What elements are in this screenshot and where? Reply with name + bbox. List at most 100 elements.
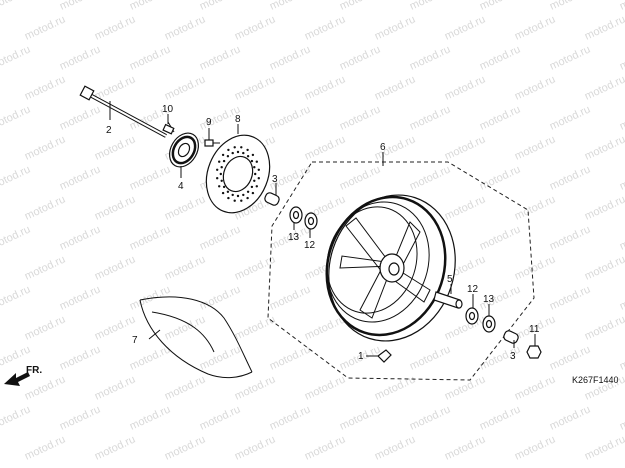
watermark-text: motod.ru <box>548 163 592 192</box>
watermark-text: motod.ru <box>233 433 277 462</box>
watermark-text: motod.ru <box>338 0 382 13</box>
disc-hole <box>216 177 219 180</box>
disc-hole <box>218 185 221 188</box>
watermark-text: motod.ru <box>583 253 625 282</box>
watermark-text: motod.ru <box>163 193 207 222</box>
disc-hole <box>219 172 222 176</box>
disc-hole <box>255 185 258 188</box>
bearing-right-part <box>465 307 479 325</box>
watermark-text: motod.ru <box>303 13 347 42</box>
disc-hole <box>231 151 234 155</box>
watermark-text: motod.ru <box>443 13 487 42</box>
watermark-text: motod.ru <box>58 103 102 132</box>
watermark-text: motod.ru <box>373 373 417 402</box>
watermark-text: motod.ru <box>618 283 625 312</box>
disc-hole <box>226 155 230 158</box>
disc-hole <box>242 193 245 197</box>
watermark-text: motod.ru <box>583 133 625 162</box>
watermark-text: motod.ru <box>93 433 137 462</box>
watermark-text: motod.ru <box>93 193 137 222</box>
collar-right-part <box>503 330 519 344</box>
watermark-text: motod.ru <box>23 73 67 102</box>
watermark-text: motod.ru <box>583 313 625 342</box>
watermark-text: motod.ru <box>0 283 32 312</box>
watermark-text: motod.ru <box>513 433 557 462</box>
sensor-bolt-part <box>204 139 220 147</box>
watermark-text: motod.ru <box>583 73 625 102</box>
watermark-text: motod.ru <box>23 373 67 402</box>
watermark-text: motod.ru <box>163 433 207 462</box>
disc-hole <box>220 166 223 169</box>
callout-labels: 1 2 3 3 4 5 6 7 8 9 10 11 12 12 13 13 <box>106 104 540 362</box>
disc-hole <box>231 193 234 197</box>
callout-6: 6 <box>380 142 386 153</box>
disc-hole <box>250 159 254 163</box>
disc-hole <box>257 177 260 180</box>
watermark-text: motod.ru <box>198 0 242 13</box>
watermark-text: motod.ru <box>443 193 487 222</box>
watermark-text: motod.ru <box>268 43 312 72</box>
watermark-text: motod.ru <box>618 403 625 432</box>
watermark-text: motod.ru <box>303 433 347 462</box>
watermark-text: motod.ru <box>513 73 557 102</box>
disc-hole <box>233 146 236 149</box>
axle-part <box>79 85 167 138</box>
watermark-text: motod.ru <box>408 343 452 372</box>
watermark-text: motod.ru <box>268 283 312 312</box>
watermark-text: motod.ru <box>548 43 592 72</box>
disc-hole <box>233 199 236 202</box>
watermark-text: motod.ru <box>338 403 382 432</box>
watermark-text: motod.ru <box>163 373 207 402</box>
watermark-text: motod.ru <box>548 0 592 13</box>
watermark-text: motod.ru <box>513 373 557 402</box>
watermark-text: motod.ru <box>0 223 32 252</box>
disc-hole <box>236 150 240 154</box>
watermark-text: motod.ru <box>478 43 522 72</box>
watermark-text: motod.ru <box>128 163 172 192</box>
assembly-boundary <box>267 161 535 381</box>
disc-hole <box>257 168 260 171</box>
front-arrow-icon <box>4 372 30 386</box>
watermark-text: motod.ru <box>408 103 452 132</box>
watermark-text: motod.ru <box>373 433 417 462</box>
watermark-text: motod.ru <box>58 0 102 13</box>
brake-disc-part <box>205 134 271 214</box>
seal-right-part <box>482 315 496 333</box>
watermark-text: motod.ru <box>618 163 625 192</box>
watermark-text: motod.ru <box>198 403 242 432</box>
watermark-text: motod.ru <box>408 0 452 13</box>
watermark-text: motod.ru <box>513 253 557 282</box>
watermark-text: motod.ru <box>163 253 207 282</box>
disc-hole <box>246 196 249 200</box>
disc-hole <box>218 160 221 163</box>
callout-8: 8 <box>235 114 241 125</box>
watermark-text: motod.ru <box>233 373 277 402</box>
disc-hole <box>240 199 243 202</box>
watermark-text: motod.ru <box>0 43 32 72</box>
watermark-text: motod.ru <box>128 43 172 72</box>
watermark-text: motod.ru <box>23 433 67 462</box>
watermark-text: motod.ru <box>23 313 67 342</box>
bearing-left-part <box>304 212 318 230</box>
callout-1: 1 <box>358 351 364 362</box>
watermark-text: motod.ru <box>0 0 32 13</box>
watermark-text: motod.ru <box>443 133 487 162</box>
watermark-text: motod.ru <box>163 13 207 42</box>
watermark-text: motod.ru <box>338 163 382 192</box>
watermark-text: motod.ru <box>268 0 312 13</box>
disc-hole <box>221 191 225 195</box>
disc-hole <box>221 153 225 157</box>
watermark-text: motod.ru <box>618 0 625 13</box>
sensor-ring-part <box>168 132 200 168</box>
disc-hole <box>254 172 257 176</box>
watermark-text: motod.ru <box>233 13 277 42</box>
callout-3: 3 <box>272 174 278 185</box>
watermark-text: motod.ru <box>93 313 137 342</box>
seal-left-part <box>289 206 303 224</box>
watermark-text: motod.ru <box>513 193 557 222</box>
watermark-text: motod.ru <box>233 313 277 342</box>
callout-4: 4 <box>178 181 184 192</box>
watermark-text: motod.ru <box>268 343 312 372</box>
